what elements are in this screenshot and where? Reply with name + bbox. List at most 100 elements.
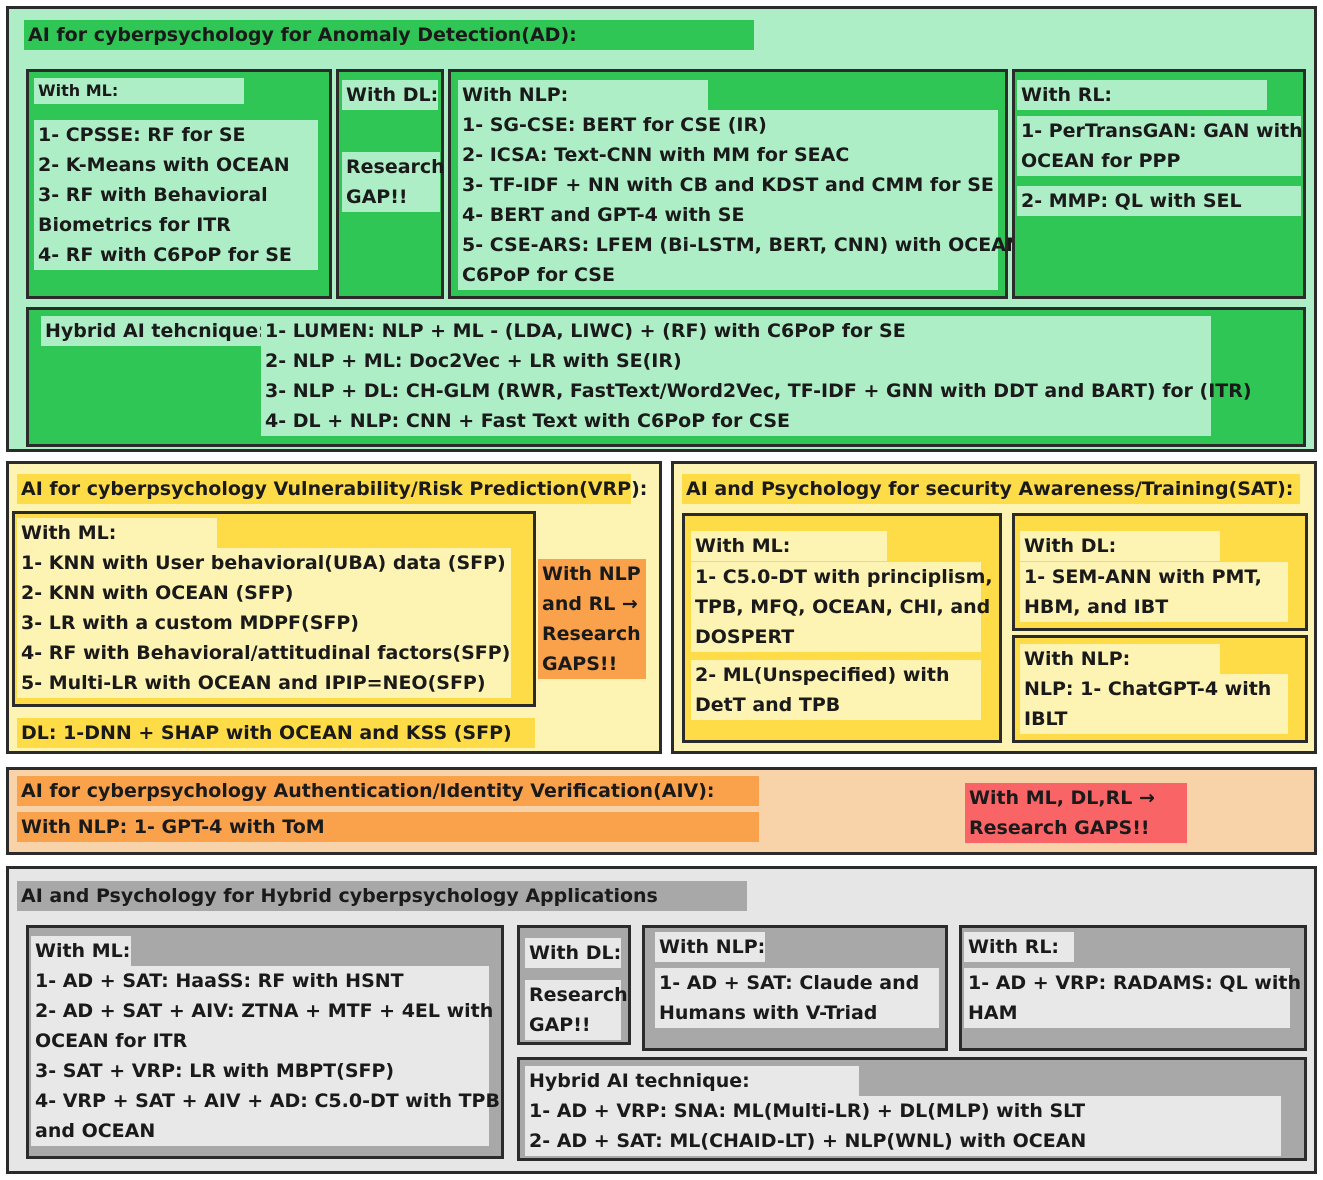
list-item: TPB, MFQ, OCEAN, CHI, and [695,596,991,618]
list-item: OCEAN for ITR [35,1030,188,1052]
hyb-rl-box: With RL: 1- AD + VRP: RADAMS: QL with HA… [959,925,1307,1051]
sat-ml-list-a: 1- C5.0-DT with principlism, TPB, MFQ, O… [691,562,993,652]
sat-ml-box: With ML: 1- C5.0-DT with principlism, TP… [682,513,1002,743]
list-item: 1- AD + VRP: RADAMS: QL with [968,972,1301,994]
list-item: C6PoP for CSE [462,264,615,286]
sat-dl-list: 1- SEM-ANN with PMT, HBM, and IBT [1020,562,1288,622]
list-item: 1- AD + VRP: SNA: ML(Multi-LR) + DL(MLP)… [529,1100,1086,1122]
hyb-dl-header: With DL: [525,938,621,968]
research-gap-label: GAPS!! [542,653,618,675]
vrp-title: AI for cyberpsychology Vulnerability/Ris… [17,474,647,504]
list-item: 1- CPSSE: RF for SE [38,124,246,146]
vrp-research-gap: With NLP and RL → Research GAPS!! [538,559,646,679]
list-item: OCEAN for PPP [1021,150,1181,172]
ad-ml-box: With ML: 1- CPSSE: RF for SE 2- K-Means … [26,69,332,299]
list-item: 4- RF with Behavioral/attitudinal factor… [21,642,511,664]
vrp-dl-item: DL: 1-DNN + SHAP with OCEAN and KSS (SFP… [17,718,535,748]
vrp-ml-list: 1- KNN with User behavioral(UBA) data (S… [17,548,511,698]
ad-nlp-box: With NLP: 1- SG-CSE: BERT for CSE (IR) 2… [448,69,1029,299]
list-item: Biometrics for ITR [38,214,231,236]
sat-title: AI and Psychology for security Awareness… [682,474,1300,504]
list-item: 5- Multi-LR with OCEAN and IPIP=NEO(SFP) [21,672,486,694]
ad-dl-gap: Research GAP!! [342,152,445,212]
research-gap-label: GAP!! [346,186,408,208]
list-item: 1- SG-CSE: BERT for CSE (IR) [462,114,767,136]
list-item: 4- RF with C6PoP for SE [38,244,292,266]
research-gap-label: and RL → [542,593,638,615]
hyb-ml-header: With ML: [31,936,131,966]
list-item: IBLT [1024,708,1068,730]
list-item: 3- SAT + VRP: LR with MBPT(SFP) [35,1060,395,1082]
list-item: NLP: 1- ChatGPT-4 with [1024,678,1272,700]
list-item: 1- KNN with User behavioral(UBA) data (S… [21,552,506,574]
list-item: 2- AD + SAT: ML(CHAID-LT) + NLP(WNL) wit… [529,1130,1087,1152]
ad-hybrid-box: Hybrid AI tehcnique: 1- LUMEN: NLP + ML … [26,307,1306,447]
hyb-nlp-box: With NLP: 1- AD + SAT: Claude and Humans… [642,925,948,1051]
research-gap-label: With ML, DL,RL → [969,787,1155,809]
ad-ml-list: 1- CPSSE: RF for SE 2- K-Means with OCEA… [34,120,318,270]
research-gap-label: With NLP [542,563,641,585]
list-item: 3- TF-IDF + NN with CB and KDST and CMM … [462,174,994,196]
ad-hybrid-label: Hybrid AI tehcnique: [41,316,266,346]
research-gap-label: Research GAPS!! [969,817,1150,839]
aiv-research-gap: With ML, DL,RL → Research GAPS!! [965,783,1187,843]
ad-rl-list-b: 2- MMP: QL with SEL [1017,186,1301,216]
hyb-hybrid-box: Hybrid AI technique: 1- AD + VRP: SNA: M… [517,1057,1307,1161]
sat-dl-header: With DL: [1020,531,1220,561]
list-item: 1- LUMEN: NLP + ML - (LDA, LIWC) + (RF) … [265,320,906,342]
hyb-dl-box: With DL: Research GAP!! [517,925,631,1045]
list-item: Humans with V-Triad [659,1002,878,1024]
ad-dl-box: With DL: Research GAP!! [336,69,445,299]
hyb-section: AI and Psychology for Hybrid cyberpsycho… [6,866,1317,1174]
hyb-rl-header: With RL: [964,932,1074,962]
ad-rl-header: With RL: [1017,80,1267,110]
sat-ml-header: With ML: [691,531,887,561]
list-item: 2- NLP + ML: Doc2Vec + LR with SE(IR) [265,350,682,372]
list-item: 2- ICSA: Text-CNN with MM for SEAC [462,144,850,166]
vrp-section: AI for cyberpsychology Vulnerability/Ris… [6,461,662,754]
list-item: 1- AD + SAT: HaaSS: RF with HSNT [35,970,404,992]
list-item: 2- MMP: QL with SEL [1021,190,1242,212]
list-item: HAM [968,1002,1018,1024]
hyb-hybrid-header: Hybrid AI technique: [525,1066,859,1096]
ad-hybrid-list: 1- LUMEN: NLP + ML - (LDA, LIWC) + (RF) … [261,316,1252,436]
list-item: 3- NLP + DL: CH-GLM (RWR, FastText/Word2… [265,380,1252,402]
research-gap-label: Research [346,156,445,178]
list-item: 1- SEM-ANN with PMT, [1024,566,1262,588]
list-item: 2- K-Means with OCEAN [38,154,290,176]
vrp-ml-header: With ML: [17,518,217,548]
hyb-title: AI and Psychology for Hybrid cyberpsycho… [17,881,747,911]
hyb-ml-box: With ML: 1- AD + SAT: HaaSS: RF with HSN… [26,925,504,1159]
hyb-ml-list: 1- AD + SAT: HaaSS: RF with HSNT 2- AD +… [31,966,500,1146]
list-item: 2- KNN with OCEAN (SFP) [21,582,294,604]
research-gap-label: Research [529,984,628,1006]
sat-nlp-list: NLP: 1- ChatGPT-4 with IBLT [1020,674,1288,734]
list-item: DetT and TPB [695,694,841,716]
hyb-nlp-header: With NLP: [655,932,765,962]
ad-title: AI for cyberpsychology for Anomaly Detec… [24,20,754,50]
hyb-nlp-list: 1- AD + SAT: Claude and Humans with V-Tr… [655,968,939,1028]
list-item: and OCEAN [35,1120,156,1142]
list-item: 4- VRP + SAT + AIV + AD: C5.0-DT with TP… [35,1090,500,1112]
list-item: 3- RF with Behavioral [38,184,268,206]
ad-rl-list-a: 1- PerTransGAN: GAN with OCEAN for PPP [1017,116,1303,176]
hyb-dl-gap: Research GAP!! [525,980,628,1040]
ad-rl-box: With RL: 1- PerTransGAN: GAN with OCEAN … [1012,69,1306,299]
ad-dl-header: With DL: [342,80,438,110]
aiv-section: AI for cyberpsychology Authentication/Id… [6,767,1317,855]
list-item: 2- ML(Unspecified) with [695,664,950,686]
hyb-rl-list: 1- AD + VRP: RADAMS: QL with HAM [964,968,1301,1028]
ad-section: AI for cyberpsychology for Anomaly Detec… [6,6,1317,452]
list-item: DOSPERT [695,626,795,648]
ad-nlp-list: 1- SG-CSE: BERT for CSE (IR) 2- ICSA: Te… [458,110,1029,290]
aiv-title: AI for cyberpsychology Authentication/Id… [17,776,759,806]
list-item: 1- C5.0-DT with principlism, [695,566,993,588]
sat-nlp-box: With NLP: NLP: 1- ChatGPT-4 with IBLT [1012,635,1308,743]
hyb-hybrid-list: 1- AD + VRP: SNA: ML(Multi-LR) + DL(MLP)… [525,1096,1281,1156]
sat-section: AI and Psychology for security Awareness… [671,461,1317,754]
sat-ml-list-b: 2- ML(Unspecified) with DetT and TPB [691,660,981,720]
list-item: 1- AD + SAT: Claude and [659,972,920,994]
list-item: 4- BERT and GPT-4 with SE [462,204,745,226]
list-item: 5- CSE-ARS: LFEM (Bi-LSTM, BERT, CNN) wi… [462,234,1029,256]
ad-nlp-header: With NLP: [458,80,708,110]
